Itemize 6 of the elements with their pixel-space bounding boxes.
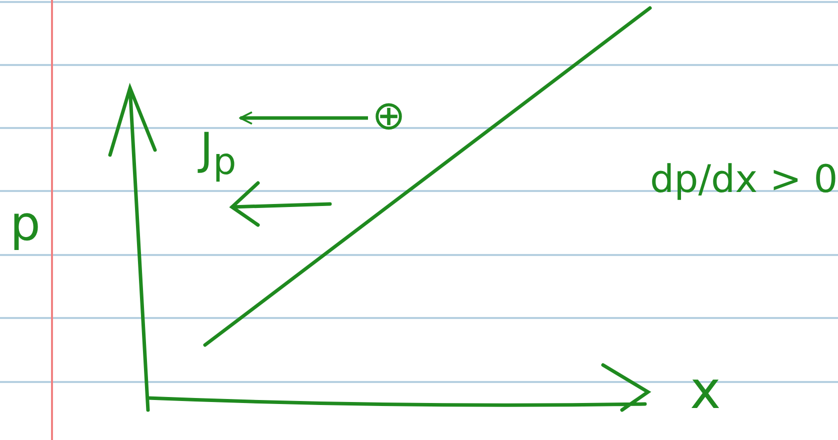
- axis-label: p: [10, 200, 40, 248]
- axis-label: x: [690, 365, 721, 417]
- symbol-label: ⊕: [372, 96, 406, 136]
- slope-note: dp/dx > 0: [650, 160, 838, 198]
- arrow: [239, 111, 368, 125]
- symbol-label: J$_{p}$: [200, 128, 236, 180]
